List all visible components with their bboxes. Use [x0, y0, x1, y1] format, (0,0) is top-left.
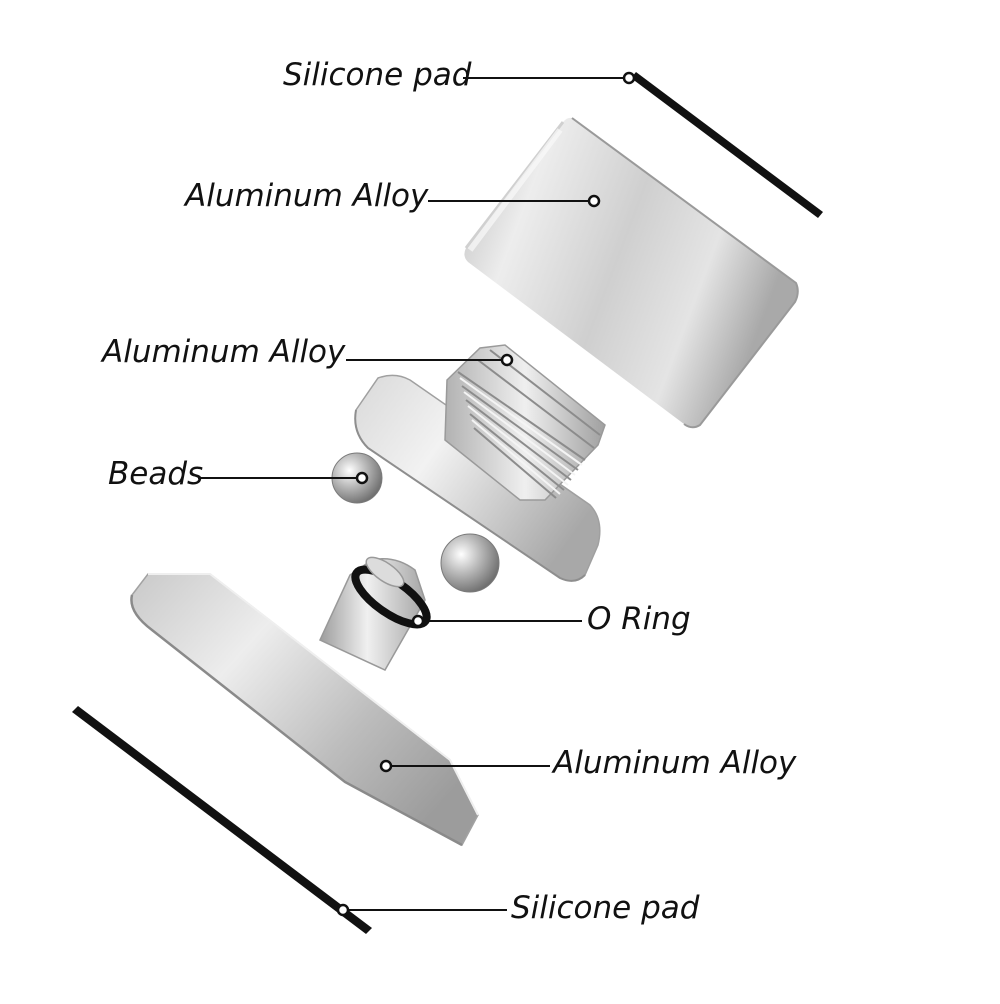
label-o-ring: O Ring [587, 601, 691, 637]
silicone-pad-bottom-part [72, 706, 372, 934]
label-silicone-pad-bottom: Silicone pad [511, 890, 700, 926]
label-beads: Beads [108, 456, 204, 492]
label-silicone-pad-top: Silicone pad [283, 57, 472, 93]
label-aluminum-alloy-base: Aluminum Alloy [553, 745, 797, 781]
label-aluminum-alloy-cap: Aluminum Alloy [185, 178, 429, 214]
leader-dots [336, 71, 636, 917]
leader-dot-silicone-bottom [336, 903, 350, 917]
leader-dot-beads [355, 471, 369, 485]
leader-dot-silicone-top [622, 71, 636, 85]
leader-lines [198, 77, 629, 911]
silicone-pad-top-part [631, 72, 823, 218]
bead-ball-right [440, 533, 500, 593]
leader-dot-alu-thread [500, 353, 514, 367]
label-aluminum-alloy-thread: Aluminum Alloy [102, 334, 346, 370]
aluminum-base-part [130, 558, 479, 847]
leader-dot-alu-cap [587, 194, 601, 208]
leader-dot-oring [411, 614, 425, 628]
aluminum-cap-part [464, 117, 799, 429]
threaded-flange-part [354, 344, 606, 582]
leader-dot-alu-base [379, 759, 393, 773]
